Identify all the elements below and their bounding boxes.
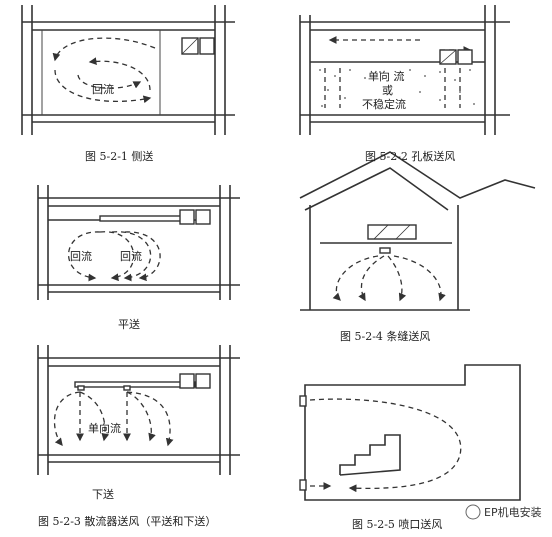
fig2-label-line2: 或 bbox=[382, 84, 393, 97]
fig2-label-line3: 不稳定流 bbox=[362, 97, 406, 111]
caption-5-2-4: 图 5-2-4 条缝送风 bbox=[340, 329, 430, 343]
fig3-label-uni: 单向流 bbox=[88, 421, 121, 435]
caption-5-2-2: 图 5-2-2 孔板送风 bbox=[365, 149, 455, 163]
fig3-label-sub2: 下送 bbox=[92, 487, 114, 501]
fig3-label-flow-right: 回流 bbox=[120, 249, 142, 263]
watermark-text: EP机电安装 bbox=[484, 505, 542, 519]
caption-5-2-1: 图 5-2-1 侧送 bbox=[85, 149, 153, 163]
fig3-label-sub1: 平送 bbox=[118, 317, 140, 331]
caption-5-2-5: 图 5-2-5 喷口送风 bbox=[352, 517, 442, 531]
figure-5-2-2 bbox=[299, 5, 510, 135]
watermark: EP机电安装 bbox=[465, 504, 542, 520]
fig1-label-flow: 回流 bbox=[92, 82, 114, 96]
fig2-label-line1: 单向 流 bbox=[368, 69, 405, 83]
figure-5-2-3-bottom bbox=[37, 345, 240, 475]
figure-5-2-1 bbox=[21, 5, 235, 135]
figure-5-2-3-top bbox=[37, 185, 240, 300]
wechat-icon bbox=[465, 504, 481, 520]
caption-5-2-3: 图 5-2-3 散流器送风（平送和下送） bbox=[38, 514, 216, 528]
fig3-label-flow-left: 回流 bbox=[70, 249, 92, 263]
figure-5-2-5 bbox=[299, 364, 521, 501]
figure-5-2-4 bbox=[299, 151, 536, 311]
